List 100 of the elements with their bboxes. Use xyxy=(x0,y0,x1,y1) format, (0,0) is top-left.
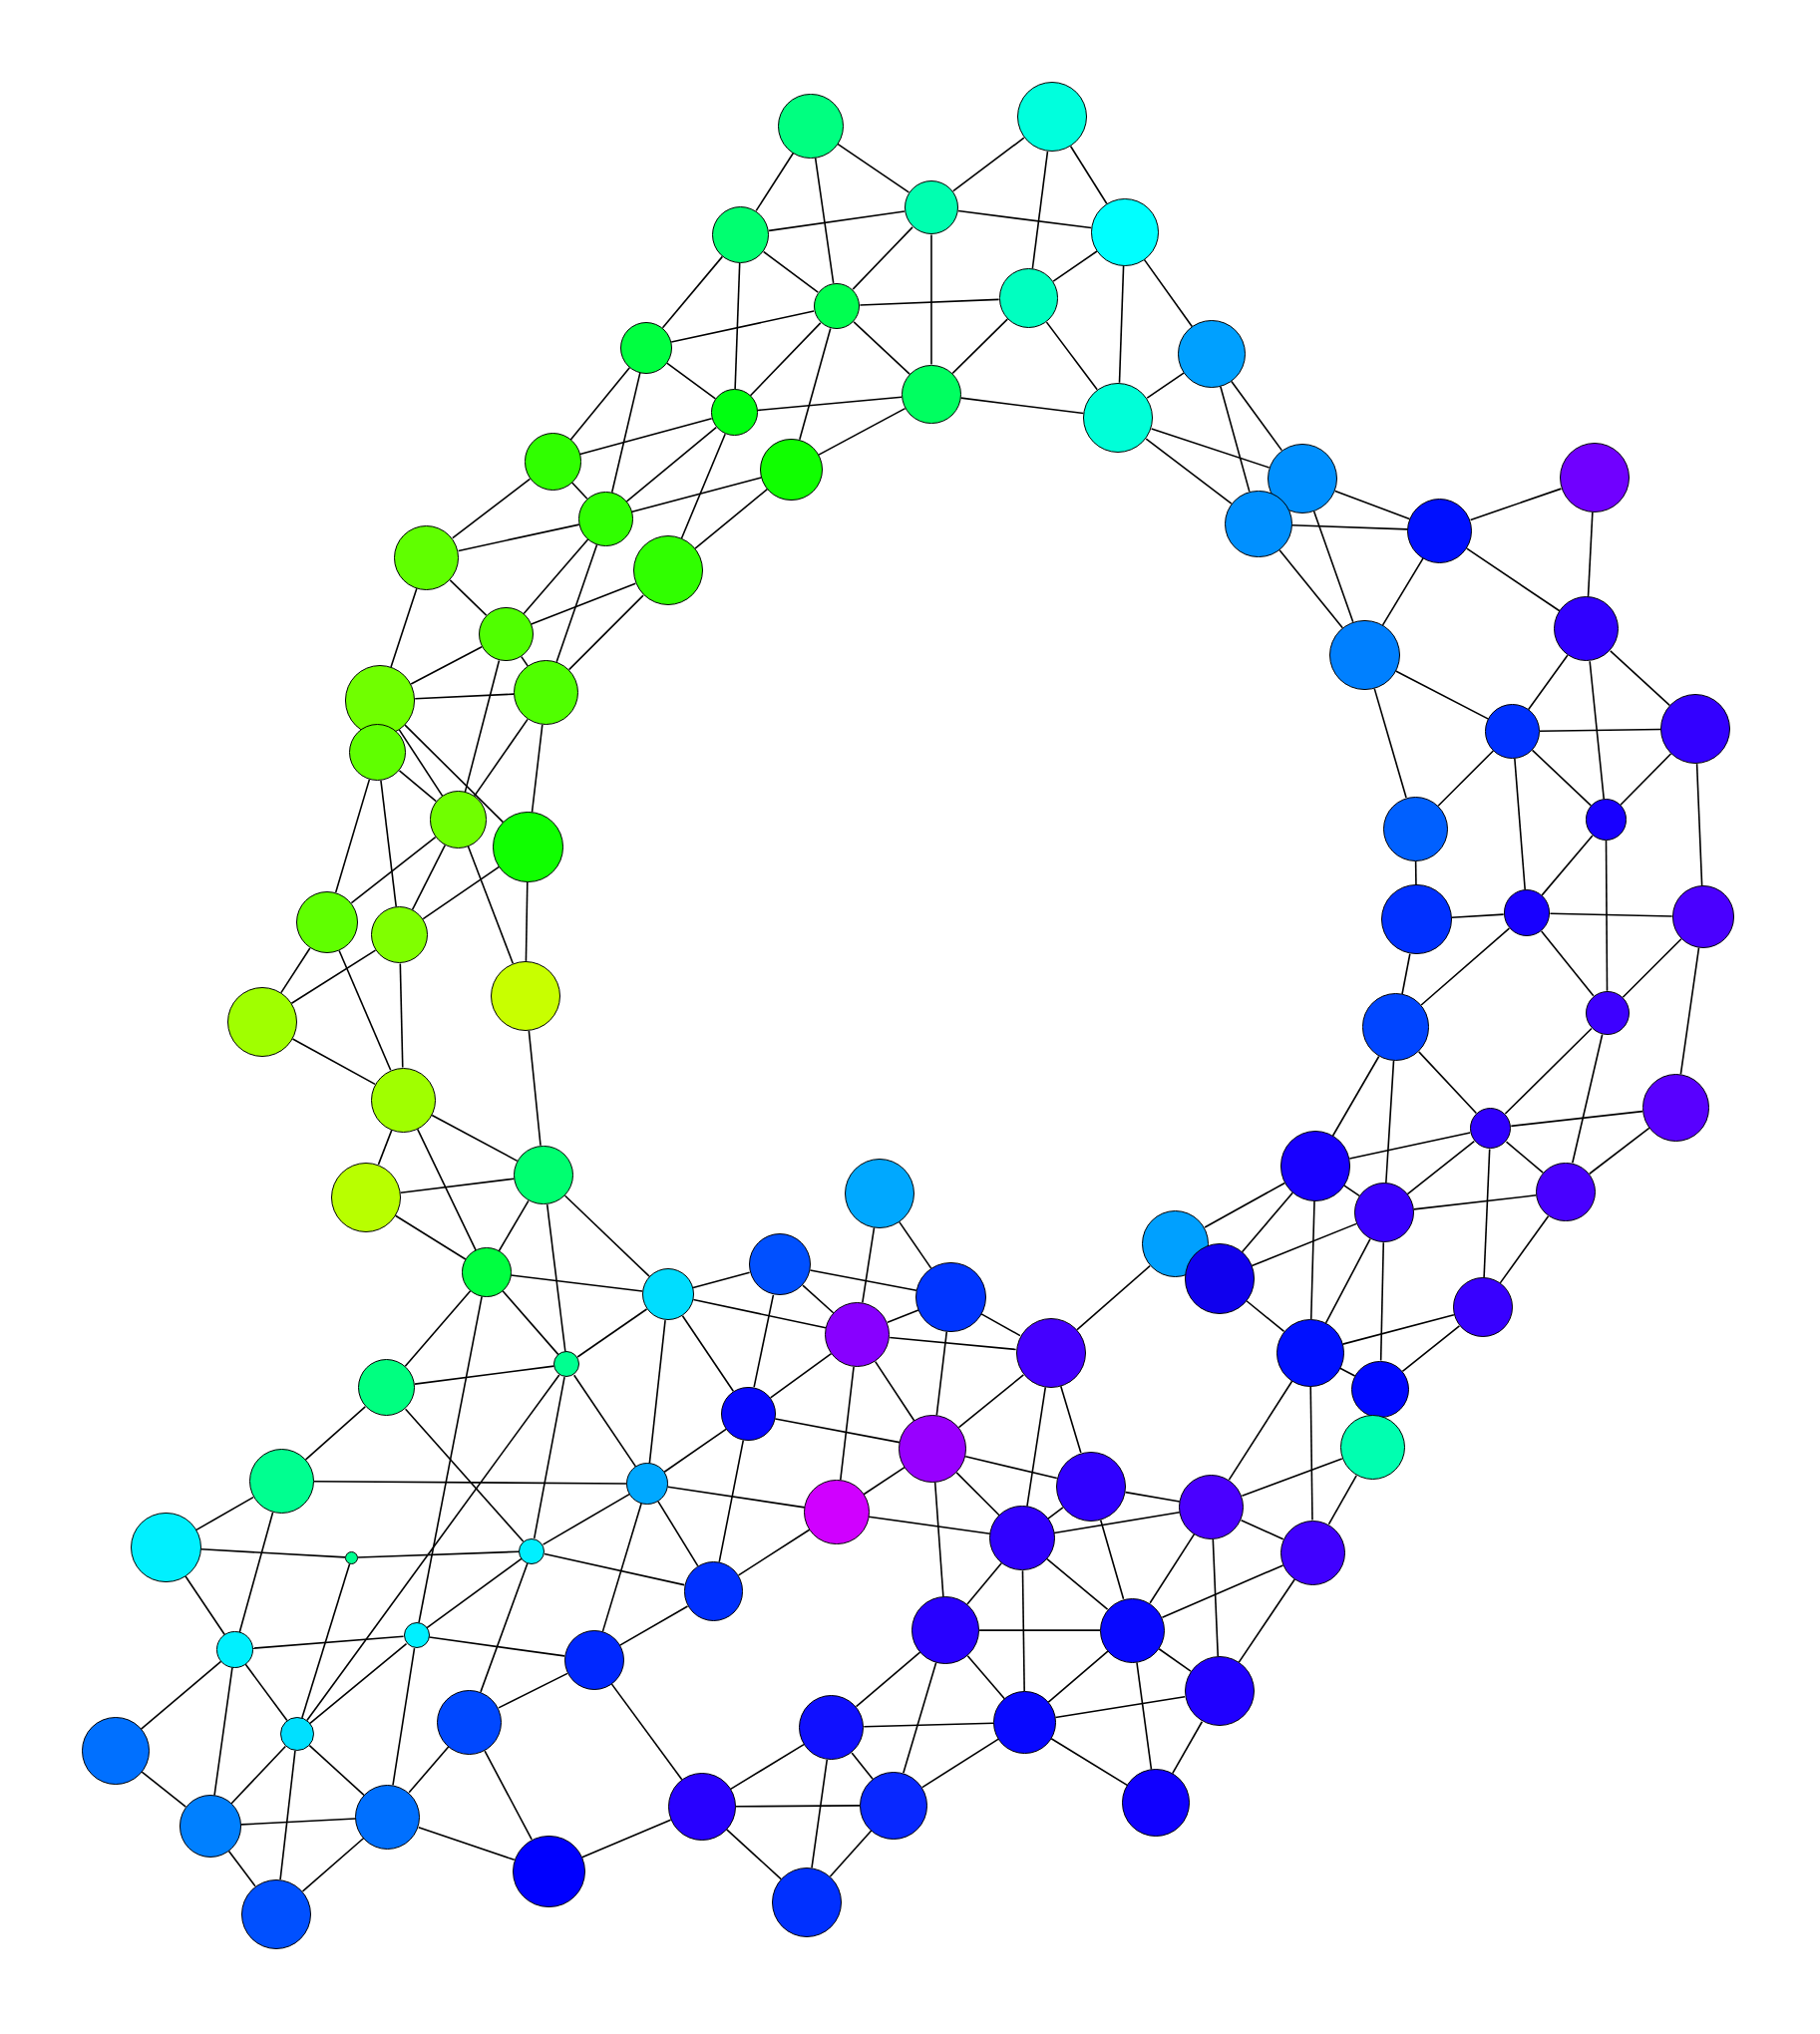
circle-node xyxy=(902,364,961,425)
graph-edge xyxy=(531,724,544,814)
graph-edge xyxy=(1099,1519,1125,1600)
graph-edge xyxy=(227,1850,256,1887)
graph-edge xyxy=(1054,1695,1186,1719)
graph-edge xyxy=(569,366,631,441)
graph-edge xyxy=(1324,1237,1371,1324)
graph-edge xyxy=(809,1269,917,1292)
graph-edge xyxy=(610,372,641,494)
graph-edge xyxy=(837,143,910,193)
graph-edge xyxy=(404,724,505,824)
circle-node xyxy=(721,1386,776,1442)
graph-edge xyxy=(1589,660,1606,801)
circle-node xyxy=(619,321,672,374)
graph-edge xyxy=(467,846,515,964)
circle-node xyxy=(514,1145,573,1205)
circle-node xyxy=(1554,596,1620,662)
circle-node xyxy=(989,1506,1055,1571)
graph-edge xyxy=(431,1114,519,1163)
graph-edge xyxy=(380,780,398,908)
graph-edge xyxy=(889,1336,1017,1351)
graph-edge xyxy=(1204,1182,1286,1228)
graph-edge xyxy=(756,396,903,412)
graph-edge xyxy=(1312,510,1354,623)
graph-edge xyxy=(734,1805,862,1808)
graph-edge xyxy=(1021,1569,1025,1693)
graph-edge xyxy=(887,1309,919,1324)
graph-edge xyxy=(1052,250,1098,282)
graph-edge xyxy=(570,482,588,501)
graph-edge xyxy=(140,1660,222,1730)
graph-edge xyxy=(1401,1325,1461,1373)
graph-edge xyxy=(921,1738,1000,1789)
graph-edge xyxy=(1278,548,1344,629)
graph-edge xyxy=(390,587,418,668)
graph-edge xyxy=(899,1220,932,1269)
graph-edge xyxy=(1679,946,1700,1076)
circle-node xyxy=(355,1784,421,1850)
graph-edge xyxy=(1539,728,1661,733)
graph-edge xyxy=(1146,372,1185,399)
graph-edge xyxy=(1466,547,1561,612)
graph-edge xyxy=(933,1481,944,1598)
circle-node xyxy=(1279,1131,1351,1201)
graph-edge xyxy=(1394,670,1490,720)
circle-node xyxy=(993,1691,1056,1754)
graph-edge xyxy=(1527,654,1569,711)
graph-edge xyxy=(692,1271,751,1289)
graph-edge xyxy=(546,1203,566,1353)
graph-edge xyxy=(1605,840,1609,992)
graph-edge xyxy=(868,1516,991,1535)
circle-node xyxy=(1485,704,1540,759)
graph-edge xyxy=(681,1314,735,1392)
graph-edge xyxy=(533,1376,565,1539)
graph-edge xyxy=(304,1406,367,1461)
graph-edge xyxy=(755,152,795,212)
circle-node xyxy=(358,1359,416,1417)
graph-edge xyxy=(291,1038,376,1086)
graph-edge xyxy=(851,1752,874,1781)
graph-edge xyxy=(422,865,501,920)
graph-edge xyxy=(811,1759,829,1869)
graph-edge xyxy=(1348,1132,1472,1160)
graph-edge xyxy=(957,209,1093,229)
graph-edge xyxy=(280,947,311,994)
graph-edge xyxy=(729,1743,805,1791)
graph-edge xyxy=(1420,927,1511,1006)
circle-node xyxy=(578,492,633,546)
graph-edge xyxy=(1531,749,1593,807)
graph-edge xyxy=(398,770,438,803)
graph-edge xyxy=(657,1501,699,1567)
graph-edge xyxy=(670,310,815,343)
graph-edge xyxy=(313,1480,628,1485)
graph-edge xyxy=(184,1575,226,1636)
circle-node xyxy=(1178,320,1246,388)
graph-edge xyxy=(1050,1737,1128,1787)
graph-edge xyxy=(399,1178,516,1194)
graph-edge xyxy=(1417,1051,1478,1115)
graph-edge xyxy=(1290,523,1409,530)
circle-node xyxy=(563,1630,624,1690)
graph-edge xyxy=(1610,650,1671,707)
graph-edge xyxy=(1401,952,1411,995)
graph-edge xyxy=(853,321,910,375)
graph-edge xyxy=(1549,912,1673,917)
circle-node xyxy=(899,1415,967,1483)
circle-node xyxy=(1469,1107,1512,1150)
graph-edge xyxy=(1341,1314,1455,1345)
graph-edge xyxy=(528,1030,542,1147)
graph-edge xyxy=(244,1663,288,1722)
graph-edge xyxy=(1053,1512,1181,1534)
graph-edge xyxy=(903,1661,937,1775)
graph-edge xyxy=(737,1528,811,1576)
graph-edge xyxy=(414,1365,555,1385)
circle-node xyxy=(479,606,534,662)
circle-node xyxy=(1503,889,1551,937)
graph-edge xyxy=(814,157,835,284)
graph-edge xyxy=(357,1550,521,1558)
graph-edge xyxy=(692,1298,827,1329)
circle-node xyxy=(1585,990,1630,1035)
graph-edge xyxy=(1149,1533,1196,1604)
circle-node xyxy=(279,1717,314,1752)
graph-edge xyxy=(957,1374,1025,1429)
graph-edge xyxy=(1171,1720,1204,1775)
